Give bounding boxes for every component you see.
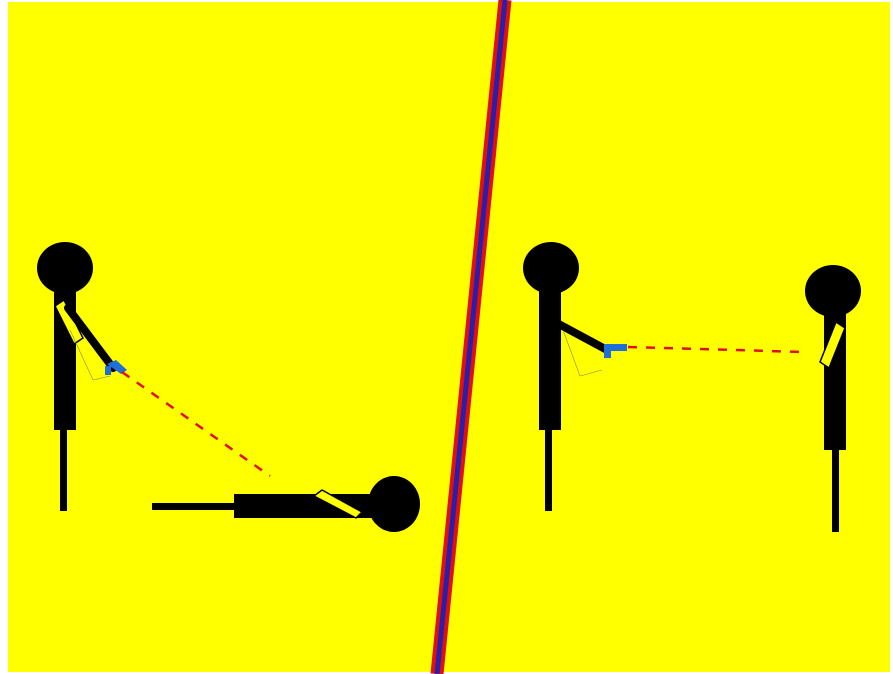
left-shooter-aim-arc bbox=[69, 329, 111, 381]
right-panel bbox=[523, 242, 861, 532]
left-panel bbox=[37, 242, 420, 532]
left-shooter-leg bbox=[60, 428, 67, 511]
left-aim-line bbox=[121, 370, 271, 478]
left-target-sash bbox=[312, 489, 364, 519]
left-shooter-sash bbox=[54, 298, 84, 346]
panel-divider bbox=[430, 0, 512, 674]
right-shooter-leg bbox=[545, 428, 552, 511]
left-target-figure bbox=[152, 476, 420, 532]
left-target-head bbox=[368, 476, 420, 532]
left-shooter-figure bbox=[37, 242, 127, 511]
left-shooter-head bbox=[37, 242, 93, 294]
right-shooter-aim-arc bbox=[562, 329, 603, 377]
right-target-leg bbox=[832, 448, 839, 532]
left-target-leg bbox=[152, 503, 236, 510]
right-shooter-gun-icon bbox=[604, 344, 627, 358]
right-shooter-arm bbox=[551, 318, 611, 354]
right-target-figure bbox=[805, 265, 861, 532]
right-shooter-figure bbox=[523, 242, 627, 511]
left-target-body bbox=[234, 494, 384, 518]
right-shooter-body bbox=[539, 290, 561, 430]
right-target-sash bbox=[819, 320, 846, 370]
right-target-head bbox=[805, 265, 861, 317]
right-aim-line bbox=[627, 345, 806, 354]
left-shooter-arm bbox=[64, 304, 117, 372]
right-shooter-head bbox=[523, 242, 579, 294]
left-shooter-gun-icon bbox=[105, 360, 127, 375]
